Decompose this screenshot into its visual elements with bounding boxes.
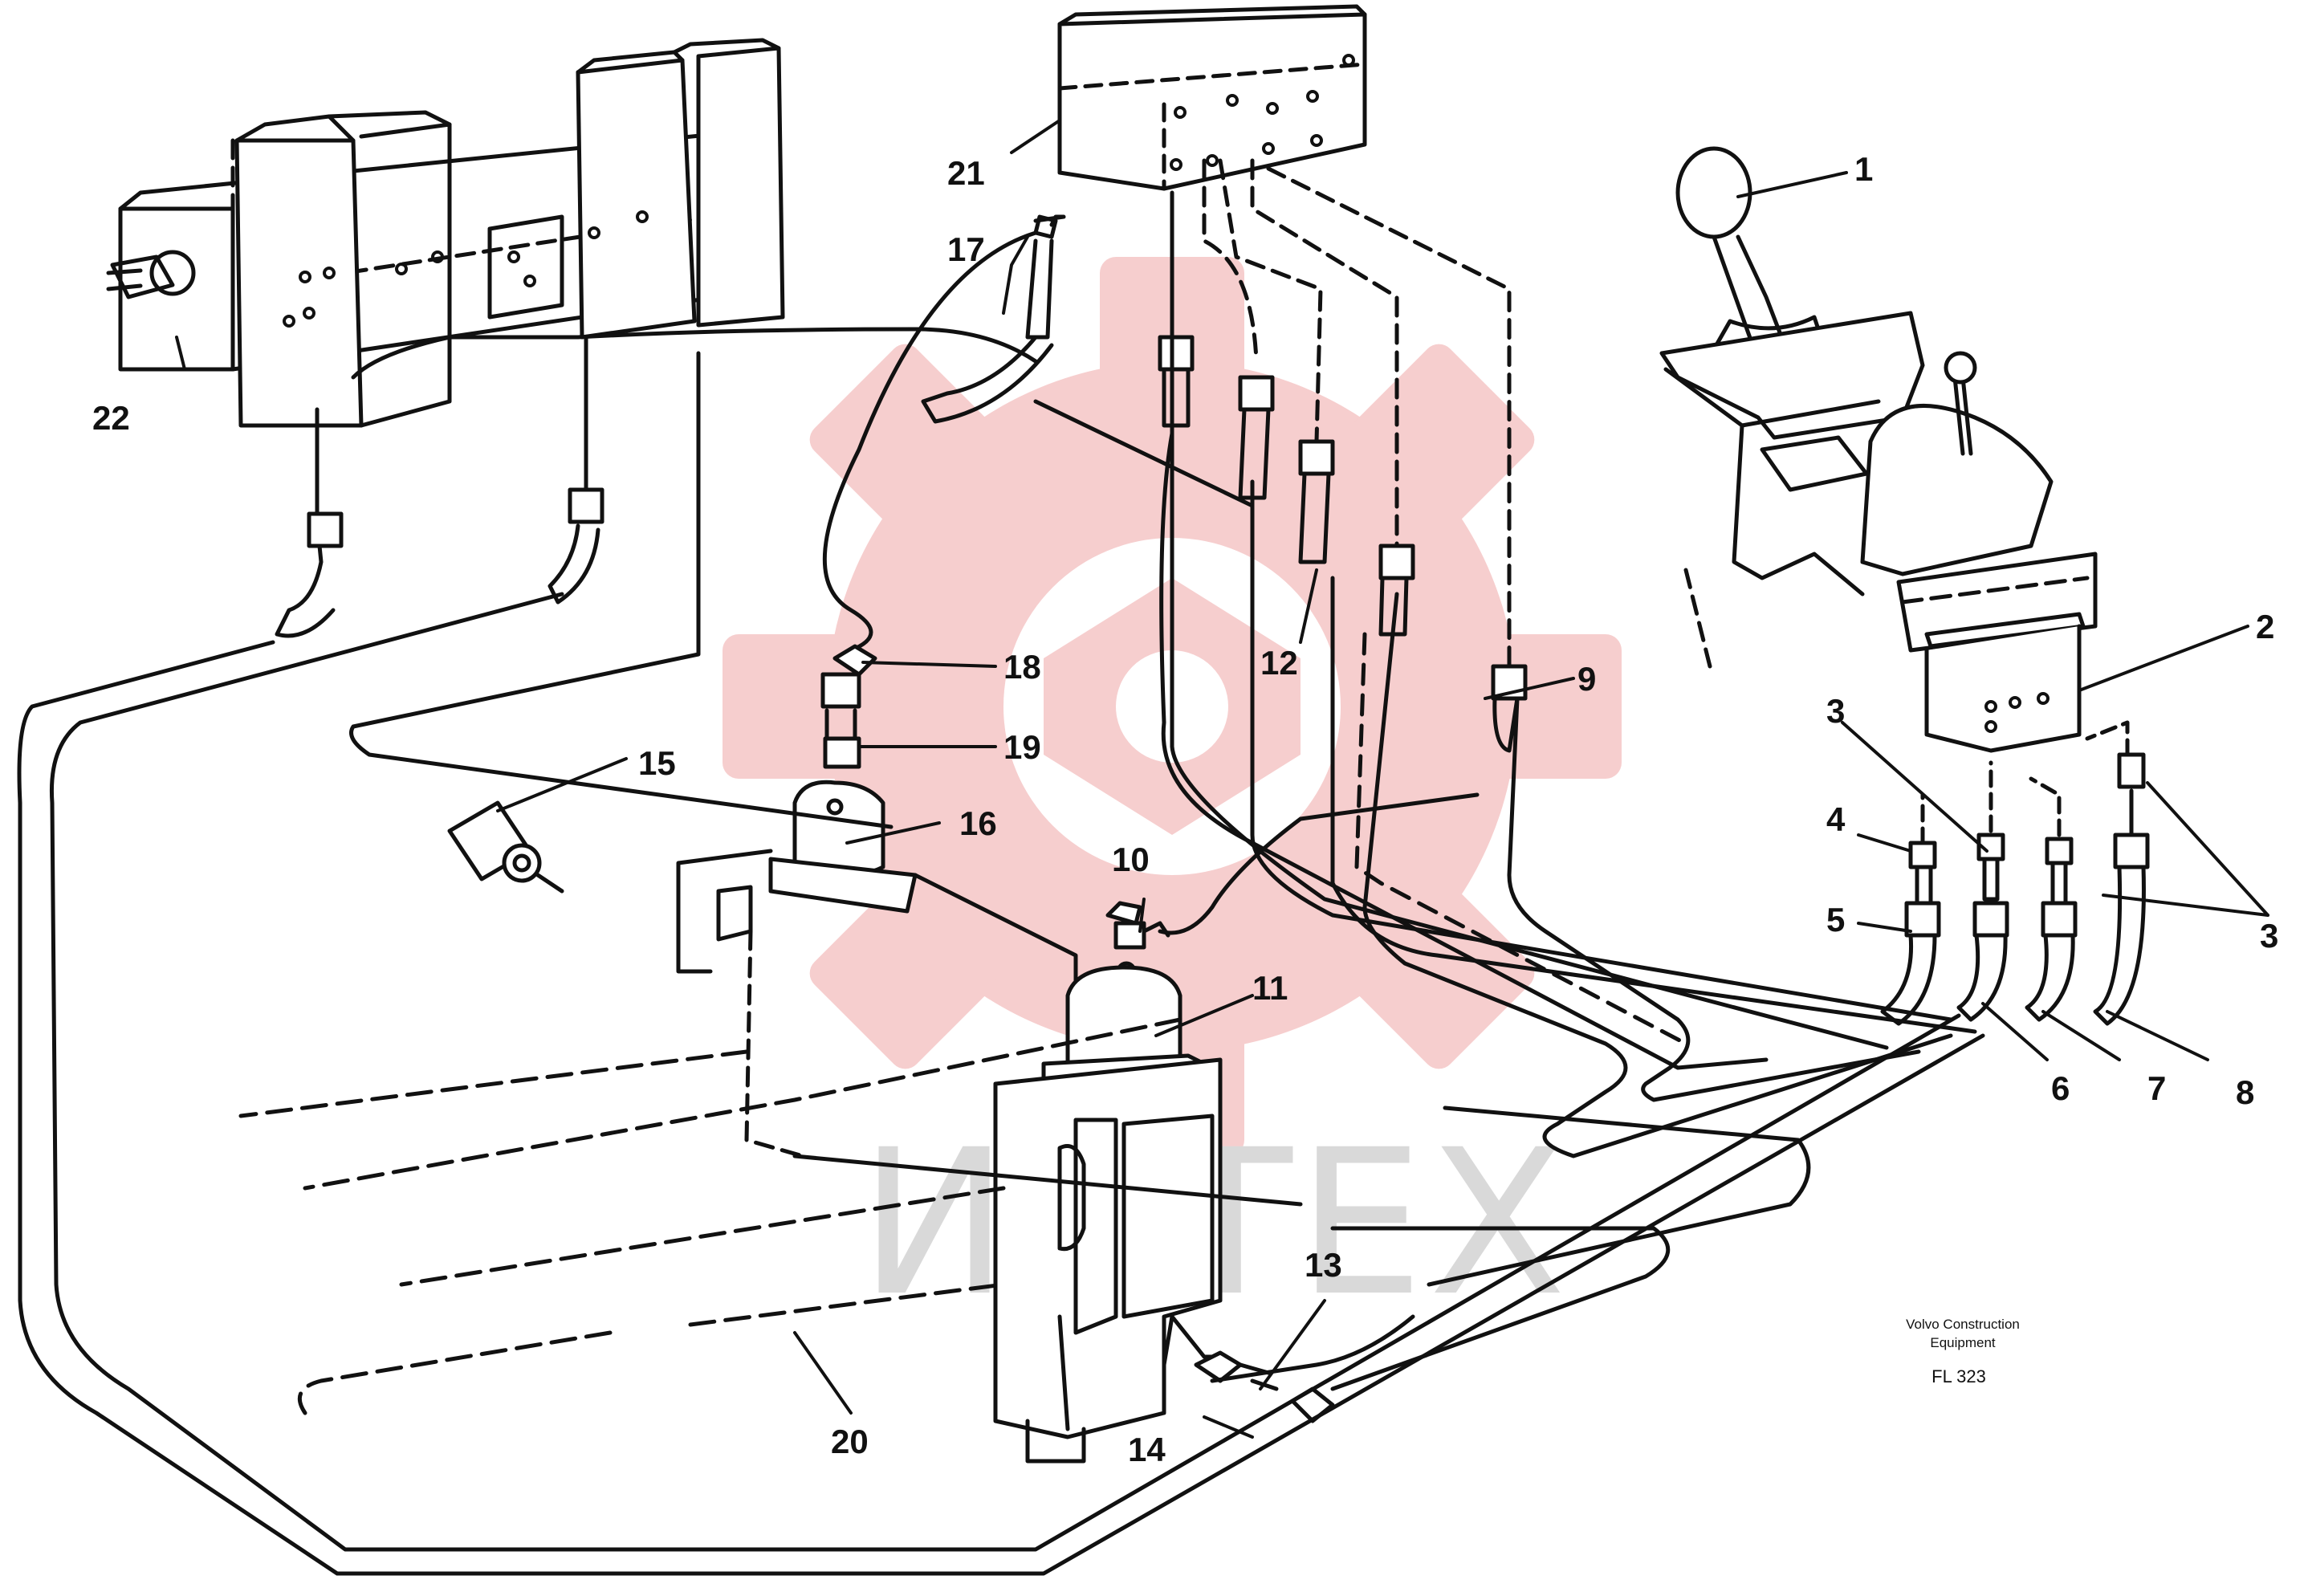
block-21 (1057, 4, 1367, 191)
callout-19: 19 (1003, 728, 1041, 766)
control-lever-unit (1659, 146, 2098, 753)
callout-20: 20 (831, 1423, 869, 1460)
callout-3a: 3 (1826, 692, 1845, 730)
hose-fittings-3-8 (1880, 720, 2150, 1026)
callout-2: 2 (2256, 608, 2274, 645)
callout-18: 18 (1003, 648, 1041, 686)
credit-line-1: Volvo Construction (1906, 1317, 2020, 1332)
callout-17: 17 (947, 230, 985, 268)
drawing-code: FL 323 (1931, 1366, 1986, 1386)
callout-7: 7 (2147, 1069, 2166, 1107)
valve-block-22 (106, 38, 785, 428)
callout-14: 14 (1128, 1431, 1166, 1468)
callout-3b: 3 (2260, 917, 2278, 955)
callout-11: 11 (1252, 969, 1288, 1007)
callout-9: 9 (1577, 660, 1596, 698)
callout-5: 5 (1826, 901, 1845, 938)
fitting-15 (447, 800, 564, 894)
callout-8: 8 (2236, 1073, 2254, 1111)
credit-line-2: Equipment (1930, 1335, 1996, 1350)
credit-block: Volvo Construction Equipment FL 323 (1906, 1317, 2020, 1386)
callout-4: 4 (1826, 800, 1846, 838)
valve-11-and-body-20 (688, 792, 1480, 1464)
callout-16: 16 (959, 804, 997, 842)
callout-labels: 1 2 3 3 3 4 5 6 7 8 9 10 11 12 13 14 15 … (92, 150, 2278, 1468)
callout-1: 1 (1854, 150, 1873, 188)
callout-21: 21 (947, 154, 985, 192)
callout-12: 12 (1260, 644, 1298, 682)
callout-leaders (175, 119, 2269, 1439)
callout-13: 13 (1305, 1246, 1342, 1284)
callout-15: 15 (638, 744, 676, 782)
callout-6: 6 (2051, 1069, 2070, 1107)
callout-22: 22 (92, 399, 130, 437)
hydraulic-lines (17, 327, 1985, 1576)
callout-10: 10 (1112, 841, 1150, 878)
